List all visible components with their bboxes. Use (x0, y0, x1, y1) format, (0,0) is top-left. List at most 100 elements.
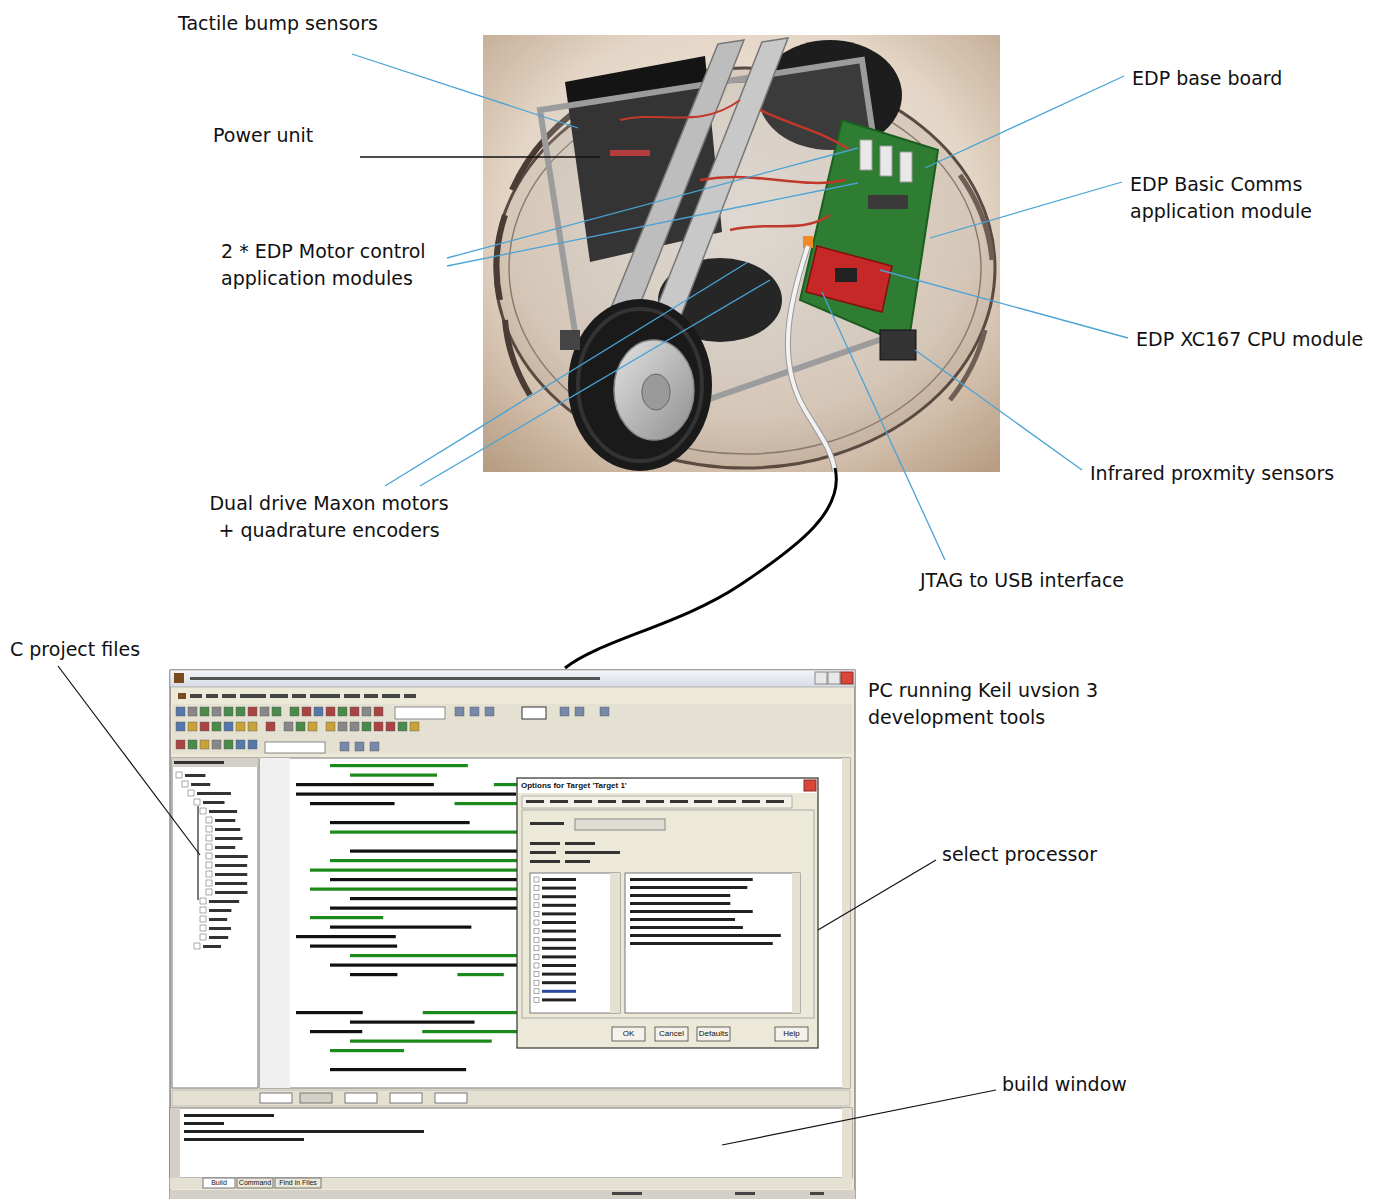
options-dialog (565, 860, 590, 863)
source-code (330, 926, 471, 929)
source-code (330, 878, 517, 881)
source-code (296, 793, 516, 796)
device-list (534, 972, 539, 977)
project-tree (215, 819, 235, 822)
options-dialog (530, 851, 556, 854)
device-list (742, 800, 760, 803)
project-panel (174, 761, 224, 764)
device-list (550, 800, 568, 803)
options-dialog (517, 778, 818, 1048)
build-output-window (237, 1178, 273, 1188)
toolbar-icon (600, 707, 609, 716)
build-output-window (612, 1192, 642, 1195)
menu-bar (364, 694, 378, 698)
toolbar-icon (575, 707, 584, 716)
project-tree (206, 862, 212, 868)
menu-bar (344, 694, 360, 698)
source-code (330, 1068, 466, 1071)
dialog-button (775, 1027, 808, 1041)
menu-bar (382, 694, 400, 698)
leader-line (385, 262, 748, 486)
robot-photo (642, 374, 670, 410)
menu-bar (178, 693, 186, 699)
project-tree (209, 810, 237, 813)
source-code (330, 907, 524, 910)
device-list (574, 800, 592, 803)
ide-screenshot (841, 672, 853, 684)
menu-bar (222, 694, 236, 698)
project-tree (200, 916, 206, 922)
robot-photo (900, 152, 912, 182)
leader-line (880, 270, 1128, 338)
callout-label: Power unit (213, 122, 313, 149)
robot-photo (806, 246, 892, 312)
device-list (630, 918, 735, 921)
toolbar-icon (340, 742, 349, 751)
toolbar-icon (284, 722, 293, 731)
robot-photo (800, 120, 938, 346)
tab-label: Command (239, 1179, 271, 1187)
device-list (542, 973, 576, 976)
device-list (542, 938, 576, 941)
toolbar-icon (200, 722, 209, 731)
leader-line (925, 76, 1124, 168)
project-tree (206, 871, 212, 877)
build-output-window (203, 1178, 235, 1188)
toolbar-icon (326, 707, 335, 716)
leader-line (822, 292, 945, 560)
callout-label: Dual drive Maxon motors + quadrature enc… (208, 490, 450, 543)
dialog-button (697, 1027, 730, 1041)
robot-photo (578, 309, 702, 461)
source-code (296, 935, 396, 938)
device-list (542, 990, 576, 993)
leader-line (915, 350, 1082, 470)
leader-line (352, 54, 578, 128)
menu-bar (206, 694, 218, 698)
options-dialog (565, 842, 595, 845)
device-list (526, 800, 544, 803)
code-editor (260, 758, 290, 1088)
device-list (534, 946, 539, 951)
robot-photo (497, 215, 505, 300)
toolbar (172, 704, 852, 754)
toolbar-icon (455, 707, 464, 716)
callout-label: select processor (942, 841, 1097, 868)
project-tree (200, 907, 206, 913)
toolbar-icon (485, 707, 494, 716)
editor-tabs (435, 1093, 467, 1103)
robot-photo (868, 195, 908, 209)
robot-photo (788, 246, 835, 472)
button-label: Help (783, 1030, 799, 1039)
device-list (534, 903, 539, 908)
robot-photo (760, 110, 850, 150)
source-code (296, 1011, 363, 1014)
device-list (718, 800, 736, 803)
menu-bar (292, 694, 306, 698)
device-list (534, 886, 539, 891)
project-tree (215, 837, 242, 840)
project-tree (200, 808, 206, 814)
project-panel (172, 758, 258, 1088)
device-list (534, 989, 539, 994)
leader-line (818, 860, 936, 930)
build-output-window (184, 1138, 304, 1141)
project-tree (209, 900, 239, 903)
toolbar-icon (248, 707, 257, 716)
source-code (422, 1030, 527, 1033)
project-tree (185, 774, 205, 777)
project-tree (203, 801, 225, 804)
project-tree (188, 790, 194, 796)
editor-tabs (345, 1093, 377, 1103)
callout-label: EDP base board (1132, 65, 1282, 92)
toolbar-icon (224, 740, 233, 749)
options-dialog (530, 860, 560, 863)
project-tree (194, 943, 200, 949)
callout-label: EDP XC167 CPU module (1136, 326, 1363, 353)
menu-bar (178, 693, 416, 699)
device-list (542, 904, 576, 907)
callout-label: Tactile bump sensors (178, 10, 378, 37)
build-output-window (735, 1192, 755, 1195)
ide-screenshot (828, 672, 840, 684)
toolbar-icon (362, 707, 371, 716)
build-output-window (842, 1108, 852, 1178)
